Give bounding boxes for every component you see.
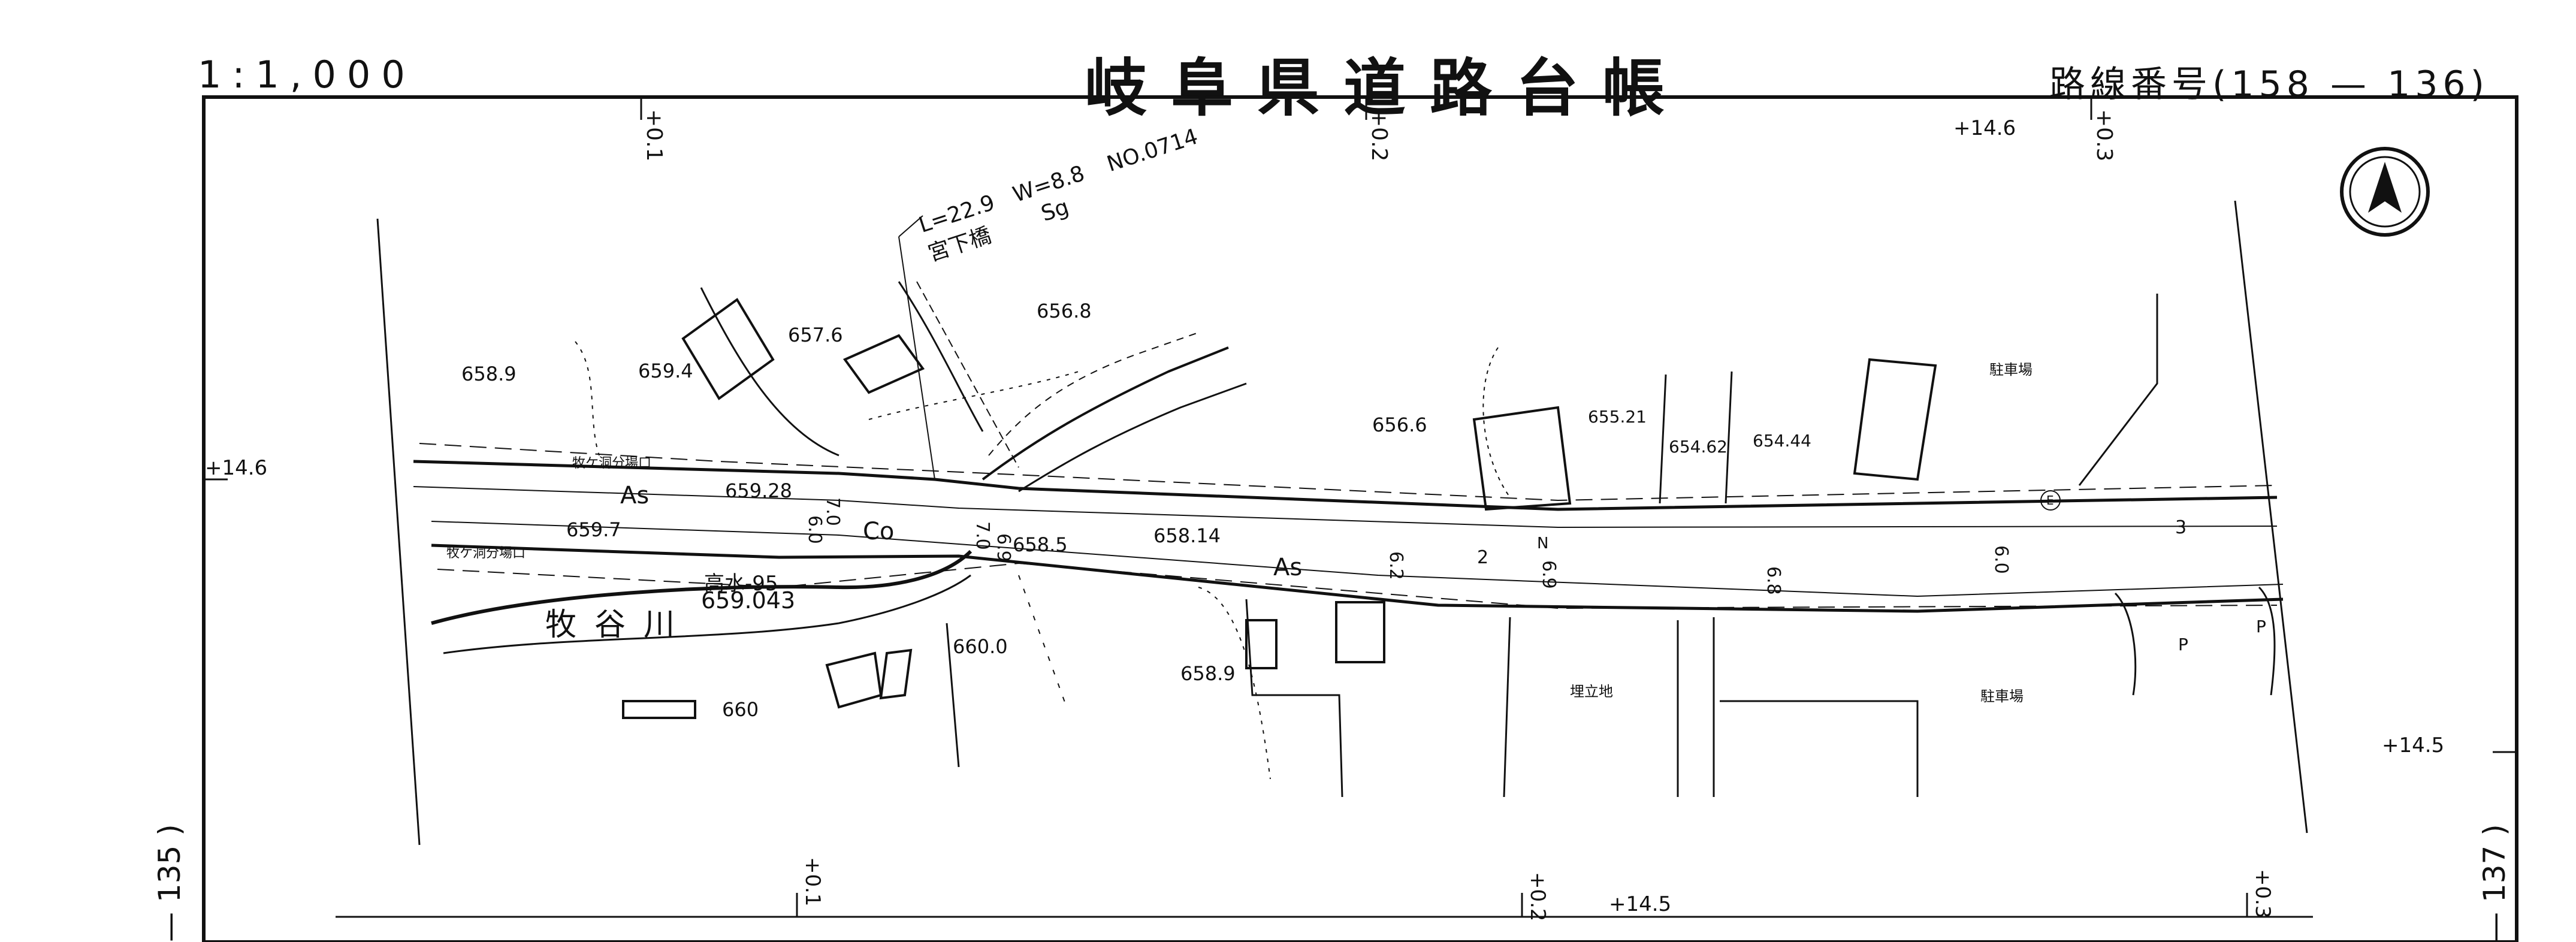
width-label: 7.0 — [972, 521, 993, 550]
surface-label: As — [620, 482, 649, 509]
river-name: 牧谷川 — [545, 607, 693, 643]
point-marker: E — [2046, 493, 2054, 508]
width-label: 6.2 — [1385, 551, 1406, 580]
elevation-label: 658.5 — [1013, 533, 1068, 556]
page-title: 岐阜県道路台帳 — [1085, 52, 1689, 125]
survey-boundary — [376, 200, 2308, 846]
bridge-number: NO.0714 — [1104, 125, 1201, 177]
station-label: +0.1 — [642, 109, 666, 161]
point-marker: P — [2256, 617, 2266, 636]
bridge-type: Sg — [1038, 195, 1072, 227]
elevation-label: 657.6 — [788, 324, 843, 346]
flood-level-value: 659.043 — [701, 587, 795, 614]
station-ticks — [204, 97, 2517, 917]
parking-label-bottom: 駐車場 — [1980, 688, 2024, 705]
station-label: +0.1 — [801, 857, 825, 907]
bridge-leader — [898, 215, 1019, 480]
parking-label-top: 駐車場 — [1989, 361, 2033, 378]
elevation-label: 659.7 — [566, 518, 621, 541]
width-label: 6.9 — [993, 533, 1014, 562]
width-label: 6.0 — [1991, 545, 2012, 574]
elevation-label: 655.21 — [1588, 407, 1647, 427]
elevation-label: 656.6 — [1372, 413, 1427, 436]
station-label: +14.6 — [205, 456, 267, 480]
station-label: +0.2 — [1526, 872, 1550, 922]
route-number: 路線番号(158 — 136) — [2049, 64, 2490, 105]
point-marker: 2 — [1477, 547, 1488, 568]
map-frame — [202, 95, 2518, 942]
point-marker: P — [2178, 635, 2188, 654]
north-arrow — [2340, 147, 2430, 237]
buildings — [622, 298, 1937, 719]
elevation-label: 654.44 — [1753, 431, 1811, 451]
river-channel — [431, 332, 1247, 654]
station-label: +14.6 — [1953, 116, 2016, 140]
elevation-label: 660 — [722, 698, 759, 721]
intake-label-top: 牧ケ洞分場口 — [572, 456, 651, 471]
station-label: +14.5 — [1609, 892, 1671, 916]
elevation-label: 658.9 — [1180, 662, 1236, 685]
elevation-label: 656.8 — [1037, 300, 1092, 322]
sheet-ref-right: — 137 ) — [2477, 824, 2512, 942]
elevation-label: 658.14 — [1153, 524, 1221, 547]
slope-hachures — [575, 341, 1511, 780]
elevation-label: 654.62 — [1669, 437, 1728, 457]
lot-boundaries — [700, 281, 2276, 798]
station-label: +14.5 — [2382, 733, 2444, 757]
marker-circle — [2040, 490, 2061, 511]
width-label: 7.0 — [822, 497, 843, 526]
sheet-ref-left: — 135 ) — [152, 824, 187, 942]
flood-level-label: 高水-95 — [704, 572, 778, 596]
reclaimed-land-label: 埋立地 — [1570, 683, 1613, 700]
map-scale: 1:1,000 — [198, 53, 416, 96]
elevation-label: 659.4 — [638, 360, 693, 382]
point-marker: N — [1537, 535, 1548, 552]
width-label: 6.8 — [1763, 566, 1784, 595]
road-corridor — [413, 443, 2284, 613]
elevation-label: 658.9 — [461, 363, 517, 385]
station-label: +0.3 — [2092, 109, 2116, 161]
surface-label: Co — [863, 518, 894, 545]
bridge-labels: L=22.9 W=8.8 Sg NO.0714 宮下橋 — [916, 125, 1201, 267]
surface-label: As — [1273, 554, 1302, 581]
width-label: 6.9 — [1538, 560, 1559, 589]
station-label: +0.3 — [2251, 869, 2275, 919]
width-label: 6.0 — [804, 515, 825, 544]
station-label: +0.2 — [1367, 109, 1391, 161]
intake-label-bottom: 牧ケ洞分場口 — [446, 546, 526, 561]
elevation-label: 660.0 — [953, 635, 1008, 658]
point-marker: 3 — [2175, 517, 2187, 538]
elevation-label: 659.28 — [725, 479, 792, 502]
